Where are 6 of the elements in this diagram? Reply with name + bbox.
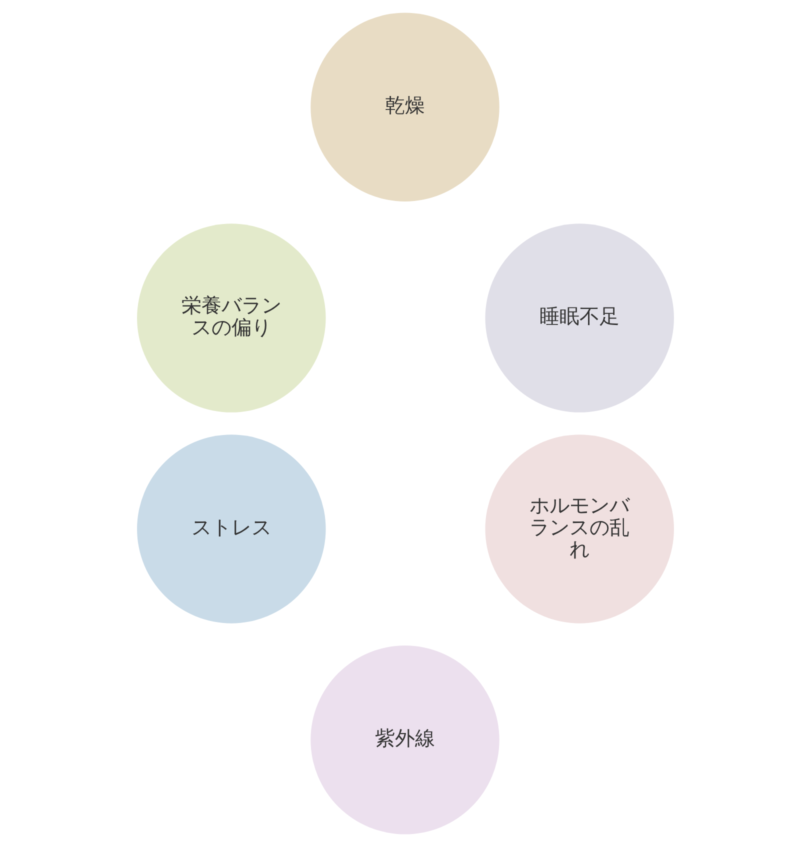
node-circle: 紫外線 (310, 646, 500, 834)
node-circle: ストレス (137, 434, 326, 624)
node-circle: 栄養バランスの偏り (137, 224, 326, 412)
node-circle: 乾燥 (310, 12, 500, 202)
node-circle: 睡眠不足 (485, 224, 674, 412)
node-circle: ホルモンバランスの乱れ (485, 434, 674, 624)
